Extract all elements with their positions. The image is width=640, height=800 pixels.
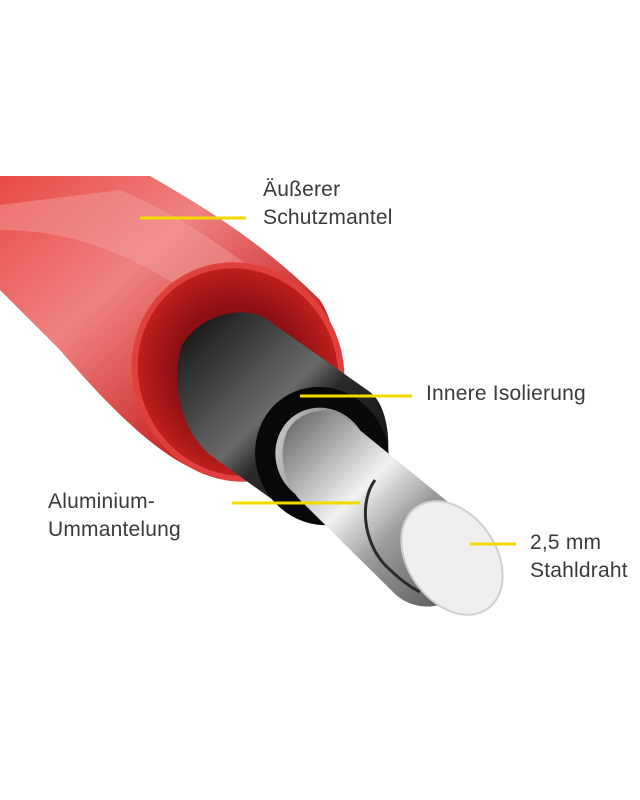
label-steel-wire: 2,5 mm Stahldraht xyxy=(530,529,628,585)
label-aluminium-sheath: Aluminium- Ummantelung xyxy=(48,488,181,544)
steel-wire-groove xyxy=(363,479,421,594)
label-aluminium-line2: Ummantelung xyxy=(48,518,181,541)
steel-wire-face xyxy=(400,500,504,616)
label-aluminium-line1: Aluminium- xyxy=(48,490,156,513)
label-steel-line1: 2,5 mm xyxy=(530,531,602,554)
label-inner-insulation-line1: Innere Isolierung xyxy=(426,382,586,405)
label-outer-jacket: Äußerer Schutzmantel xyxy=(263,176,393,232)
label-steel-line2: Stahldraht xyxy=(530,559,628,582)
label-inner-insulation: Innere Isolierung xyxy=(426,380,586,408)
label-outer-jacket-line2: Schutzmantel xyxy=(263,206,393,229)
label-outer-jacket-line1: Äußerer xyxy=(263,178,341,201)
